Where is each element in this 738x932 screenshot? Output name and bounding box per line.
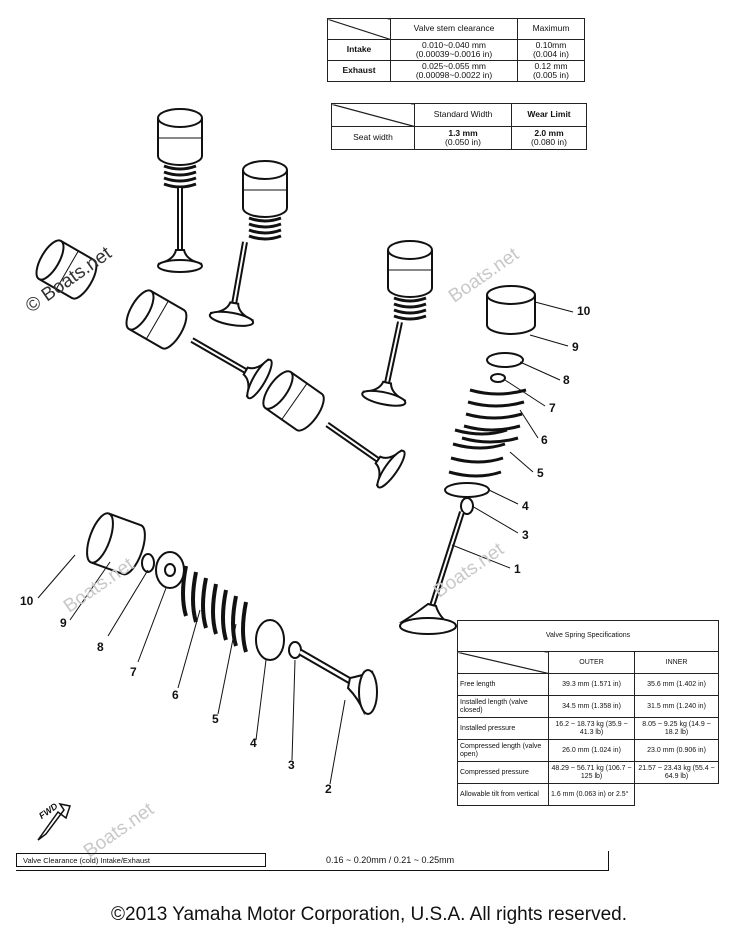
callout-4: 4 xyxy=(250,736,257,750)
valve-clearance-value: 0.16 ~ 0.20mm / 0.21 ~ 0.25mm xyxy=(326,855,455,865)
callout-2: 2 xyxy=(325,782,332,796)
callout-9: 9 xyxy=(60,616,67,630)
copyright-notice: ©2013 Yamaha Motor Corporation, U.S.A. A… xyxy=(111,904,627,925)
valve-assembly-3 xyxy=(361,240,433,409)
callout-8: 8 xyxy=(563,373,570,387)
callout-7: 7 xyxy=(549,401,556,415)
callout-8: 8 xyxy=(97,640,104,654)
fwd-arrow-icon xyxy=(37,802,71,841)
valve-assembly-2 xyxy=(209,160,288,329)
table-row: Allowable tilt from vertical 1.6 mm (0.0… xyxy=(457,783,719,806)
valve-assembly-1 xyxy=(158,108,202,272)
table-caption: Valve Spring Specifications xyxy=(457,620,719,652)
callout-7: 7 xyxy=(130,665,137,679)
callout-1: 1 xyxy=(514,562,521,576)
valve-stem-clearance-table: Valve stem clearance Maximum Intake 0.01… xyxy=(327,18,585,82)
col-header: Wear Limit xyxy=(511,103,587,127)
exploded-valve-left xyxy=(86,512,378,716)
callout-3: 3 xyxy=(288,758,295,772)
valve-clearance-label: Valve Clearance (cold) Intake/Exhaust xyxy=(16,853,266,867)
callout-3: 3 xyxy=(522,528,529,542)
callout-6: 6 xyxy=(541,433,548,447)
table-row: Compressed pressure 48.29 ~ 56.71 kg (10… xyxy=(457,761,719,784)
seat-width-table: Standard Width Wear Limit Seat width 1.3… xyxy=(331,103,587,150)
callout-5: 5 xyxy=(537,466,544,480)
valve-spring-specifications-table: Valve Spring Specifications OUTER INNER … xyxy=(457,620,719,806)
callout-4: 4 xyxy=(522,499,529,513)
callout-9: 9 xyxy=(572,340,579,354)
exploded-valve-right xyxy=(398,285,536,635)
callout-6: 6 xyxy=(172,688,179,702)
table-row: Compressed length (valve open) 26.0 mm (… xyxy=(457,739,719,762)
callout-10: 10 xyxy=(20,594,34,608)
col-header: Maximum xyxy=(517,18,585,40)
table-row: Seat width 1.3 mm(0.050 in) 2.0 mm(0.080… xyxy=(331,126,587,150)
callout-10: 10 xyxy=(577,304,591,318)
table-row: Intake 0.010~0.040 mm(0.00039~0.0016 in)… xyxy=(327,39,585,61)
callout-5: 5 xyxy=(212,712,219,726)
valve-clearance-bar: Valve Clearance (cold) Intake/Exhaust 0.… xyxy=(16,851,609,871)
leader-lines-right xyxy=(451,301,574,569)
table-row: Exhaust 0.025~0.055 mm(0.00098~0.0022 in… xyxy=(327,60,585,82)
col-header: Standard Width xyxy=(414,103,512,127)
col-header: OUTER xyxy=(547,651,636,674)
table-row: Installed pressure 16.2 ~ 18.73 kg (35.9… xyxy=(457,717,719,740)
leader-lines-left xyxy=(37,554,346,785)
table-row: Free length 39.3 mm (1.571 in) 35.6 mm (… xyxy=(457,673,719,696)
table-row: Installed length (valve closed) 34.5 mm … xyxy=(457,695,719,718)
valve-assembly-5 xyxy=(120,285,276,401)
col-header: Valve stem clearance xyxy=(390,18,518,40)
col-header: INNER xyxy=(634,651,719,674)
